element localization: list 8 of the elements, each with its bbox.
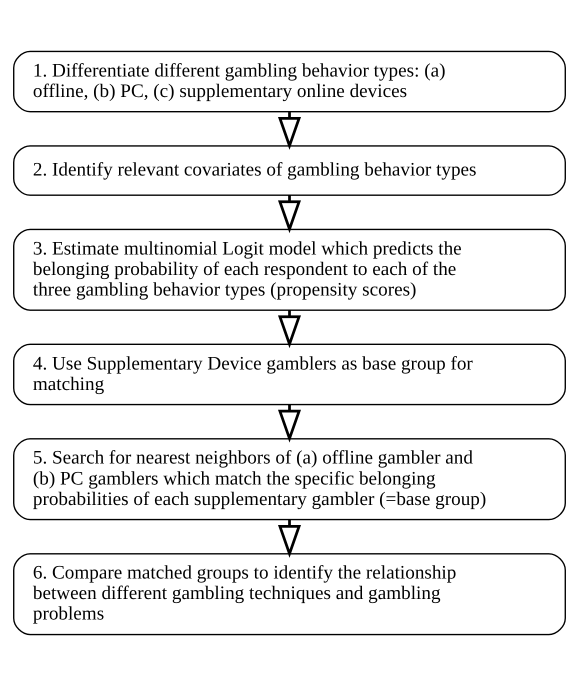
- node-box: 3. Estimate multinomial Logit model which predicts the belonging probability of each respondent to each of the three gambling behavior types (propensity scores): [13, 228, 566, 311]
- arrow: [278, 112, 301, 150]
- arrow: [278, 404, 301, 443]
- node-box: 1. Differentiate different gambling behavior types: (a) offline, (b) PC, (c) supplementary online devices: [13, 50, 566, 112]
- node-box: 2. Identify relevant covariates of gambling behavior types: [13, 145, 566, 196]
- node-box: 6. Compare matched groups to identify the relationship between different gambling techniques and gambling problems: [13, 553, 566, 636]
- node-box: 4. Use Supplementary Device gamblers as base group for matching: [13, 344, 566, 406]
- node-box: 5. Search for nearest neighbors of (a) offline gambler and (b) PC gamblers which match the specific belonging probabilities of each supplementary gambler (=base group): [13, 438, 566, 520]
